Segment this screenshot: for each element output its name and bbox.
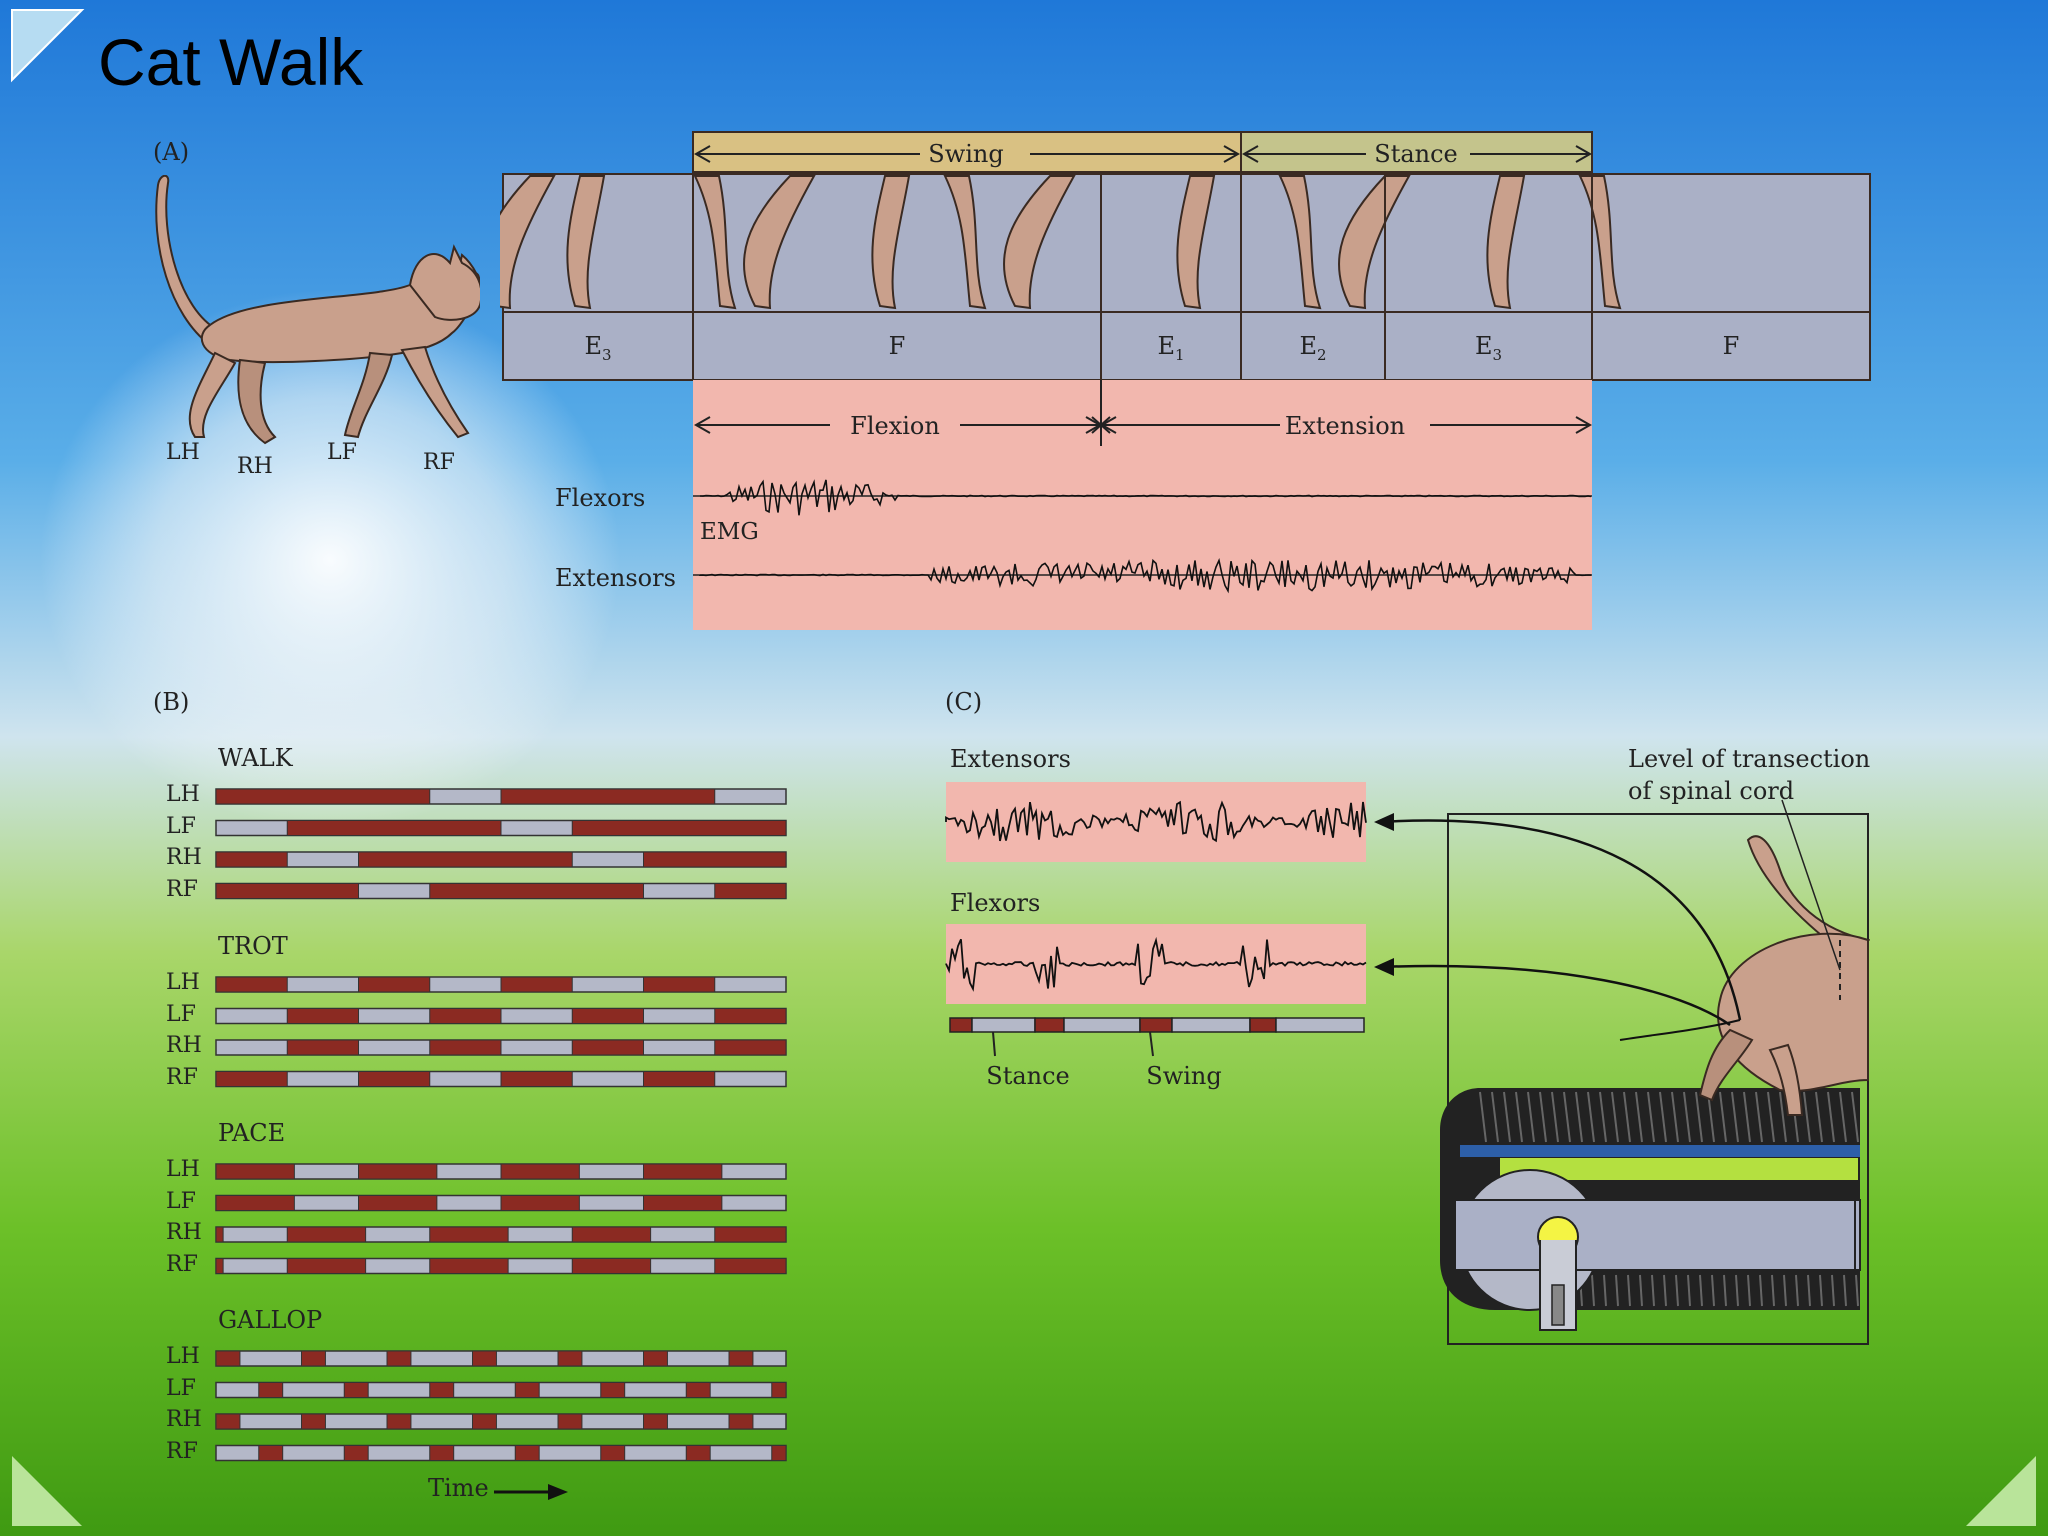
panel-c-label-flexors: Flexors (950, 889, 1041, 917)
transection-label-line2: of spinal cord (1628, 777, 1795, 805)
leg-silhouette-8 (1278, 175, 1322, 310)
gait-limb-label-lf: LF (166, 1375, 196, 1401)
corner-triangle-bottom-right (1966, 1456, 2036, 1526)
bar-label-swing: Swing (1146, 1062, 1221, 1090)
cat-limb-label-rf: RF (423, 450, 455, 475)
gait-limb-label-lf: LF (166, 1188, 196, 1214)
emg-flexor-trace (699, 479, 1592, 516)
gait-name-trot: TROT (218, 932, 288, 960)
cat-limb-label-lh: LH (166, 440, 200, 465)
panel-c-bar-segment-6 (1249, 1017, 1277, 1033)
transection-label-line1: Level of transection (1628, 745, 1871, 773)
segment-label-5: F (1723, 332, 1740, 360)
panel-c-label-extensors: Extensors (950, 745, 1071, 773)
walking-cat-illustration (155, 175, 480, 445)
treadmill-belt (1440, 1088, 1861, 1331)
leg-silhouette-3 (742, 175, 816, 310)
segment-label-1: F (889, 332, 906, 360)
gait-limb-label-rh: RH (166, 845, 202, 870)
corner-triangle-bottom-left (12, 1456, 82, 1526)
gait-limb-label-rf: RF (166, 876, 198, 902)
trace-label-flexors: Flexors (555, 484, 646, 512)
cat-leg-lf (343, 351, 394, 439)
gait-name-pace: PACE (218, 1119, 286, 1147)
gait-limb-label-rh: RH (166, 1033, 202, 1058)
cat-leg-lh (188, 351, 237, 438)
panel-c-extensor-trace (945, 800, 1367, 843)
cat-leg-rf (400, 345, 470, 439)
time-arrow (494, 1484, 568, 1500)
panel-c-flexor-trace (945, 936, 1367, 992)
leg-silhouette-5 (943, 175, 987, 310)
leg-silhouette-7 (1176, 175, 1216, 310)
slide-title: Cat Walk (98, 25, 364, 99)
cat-limb-label-rh: RH (237, 454, 273, 479)
leg-silhouette-10 (1486, 175, 1526, 310)
leg-silhouette-0 (500, 175, 556, 310)
gait-limb-label-rf: RF (166, 1438, 198, 1464)
panel-c-bar-segment-4 (1139, 1017, 1173, 1033)
panel-a-letter: (A) (153, 138, 190, 166)
gait-limb-label-rh: RH (166, 1407, 202, 1432)
phase-label-stance: Stance (1374, 140, 1458, 168)
gait-limb-label-rf: RF (166, 1251, 198, 1277)
treadmill-emg-diagram: Stance Swing (945, 782, 1870, 1345)
panel-c-bar-segment-3 (1063, 1017, 1141, 1033)
panel-b-letter: (B) (153, 688, 190, 716)
cat-limb-label-lf: LF (327, 440, 357, 465)
corner-triangle-top-left (11, 9, 85, 83)
leg-silhouette-4 (871, 175, 911, 310)
leg-silhouette-6 (1002, 175, 1076, 310)
leg-silhouette-9 (1337, 175, 1411, 310)
leg-silhouette-1 (566, 175, 606, 310)
panel-c-extensor-emg-box (946, 782, 1366, 862)
gait-limb-label-rh: RH (166, 1220, 202, 1245)
gait-limb-label-lh: LH (166, 1157, 200, 1182)
gait-limb-label-lh: LH (166, 970, 200, 995)
phase-label-swing: Swing (928, 140, 1003, 168)
gait-limb-label-lf: LF (166, 1001, 196, 1027)
segment-strip (502, 311, 1871, 381)
leg-silhouette-11 (1578, 175, 1622, 310)
treadmill-cat (1698, 799, 1870, 1116)
phase-label-extension: Extension (1285, 412, 1405, 440)
bar-label-stance: Stance (986, 1062, 1070, 1090)
gait-limb-label-lh: LH (166, 782, 200, 807)
cat-tail (155, 175, 220, 347)
panel-c-letter: (C) (945, 688, 983, 716)
cat-leg-rh (237, 358, 277, 445)
gait-limb-label-lh: LH (166, 1344, 200, 1369)
emg-label: EMG (700, 519, 759, 545)
gait-limb-label-lf: LF (166, 813, 196, 839)
gait-name-gallop: GALLOP (218, 1306, 323, 1334)
panel-c-bar-segment-1 (971, 1017, 1036, 1033)
time-label: Time (428, 1474, 489, 1502)
gait-limb-label-rf: RF (166, 1064, 198, 1090)
phase-label-flexion: Flexion (850, 412, 940, 440)
trace-label-extensors: Extensors (555, 564, 676, 592)
emg-extensor-trace (699, 557, 1592, 594)
panel-c-bar-segment-0 (949, 1017, 973, 1033)
leg-silhouette-2 (693, 175, 737, 310)
gait-name-walk: WALK (218, 744, 293, 772)
cat-head (408, 244, 480, 321)
panel-c-bar-segment-5 (1171, 1017, 1251, 1033)
panel-c-bar-segment-7 (1275, 1017, 1365, 1033)
panel-c-bar-segment-2 (1034, 1017, 1065, 1033)
